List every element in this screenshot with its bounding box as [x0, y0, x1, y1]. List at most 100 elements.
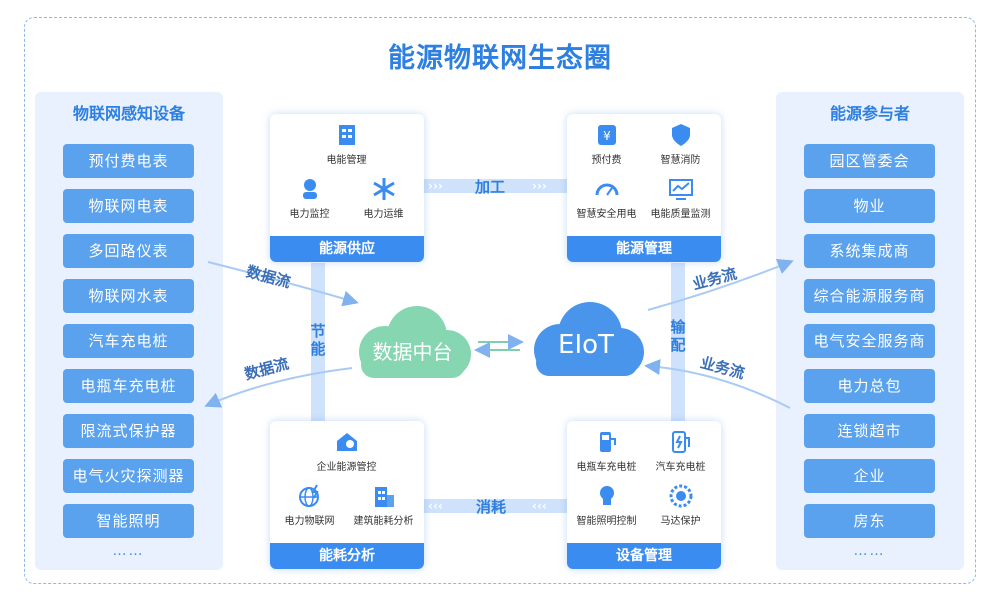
pipe-label-left-char: 节能	[310, 322, 326, 358]
participant-item[interactable]: 系统集成商	[804, 234, 935, 268]
device-item[interactable]: 物联网水表	[63, 279, 194, 313]
device-item[interactable]: 智能照明	[63, 504, 194, 538]
box-item-label: 电能管理	[326, 155, 367, 166]
box-item: 电力监控	[272, 176, 347, 220]
box-item: 电能管理	[309, 122, 384, 166]
page-title: 能源物联网生态圈	[388, 43, 612, 74]
box-item: 智慧安全用电	[569, 176, 644, 220]
box-item: 电能质量监测	[643, 176, 718, 220]
monitor-worker-icon	[302, 179, 317, 199]
svg-text:¥: ¥	[603, 129, 611, 143]
pipe-top: ››› ›››	[424, 179, 567, 193]
device-item[interactable]: 电瓶车充电桩	[63, 369, 194, 403]
box-item-label: 预付费	[591, 155, 622, 166]
motor-gear-icon	[669, 484, 692, 508]
box-item-label: 电力物联网	[284, 516, 335, 527]
box-item-label: 智慧安全用电	[576, 209, 637, 220]
pipe-label-right: 输配	[669, 318, 687, 354]
box-item-label: 电力监控	[289, 209, 330, 220]
chart-monitor-icon	[668, 179, 693, 200]
right-panel: 能源参与者 园区管委会 物业 系统集成商 综合能源服务商 电气安全服务商 电力总…	[776, 92, 964, 570]
box-item: 电瓶车充电桩	[569, 429, 644, 473]
box-title: 能源管理	[567, 236, 721, 262]
outer-frame	[24, 17, 976, 584]
participant-item[interactable]: 物业	[804, 189, 935, 223]
participant-item[interactable]: 园区管委会	[804, 144, 935, 178]
gauge-icon	[595, 183, 618, 196]
box-item-label: 电瓶车充电桩	[576, 462, 637, 473]
pipe-bottom: ‹‹‹ ‹‹‹	[424, 499, 567, 513]
box-item: 企业能源管控	[309, 429, 384, 473]
device-item[interactable]: 多回路仪表	[63, 234, 194, 268]
building-icon	[338, 125, 355, 145]
participant-item[interactable]: 电力总包	[804, 369, 935, 403]
cloud-icon	[534, 302, 644, 376]
left-panel-title: 物联网感知设备	[72, 104, 185, 123]
eiot-cloud[interactable]: EIoT	[520, 296, 652, 386]
box-energy-supply[interactable]: 电能管理 电力监控 电力运维 能源供应	[270, 114, 424, 262]
chevron-left-icon: ‹‹‹	[532, 499, 547, 513]
arrow-business-out	[647, 259, 794, 311]
pipe-left	[311, 263, 325, 421]
box-item: 电力物联网	[272, 483, 347, 527]
chevron-right-icon: ›››	[428, 179, 443, 193]
left-panel: 物联网感知设备 预付费电表 物联网电表 多回路仪表 物联网水表 汽车充电桩 电瓶…	[35, 92, 223, 570]
data-center-label: 数据中台	[372, 340, 453, 364]
pipe-label-bottom: 消耗	[476, 498, 507, 516]
box-item-label: 电能质量监测	[650, 209, 711, 220]
prepaid-card-icon: ¥	[597, 125, 616, 145]
device-item[interactable]: 电气火灾探测器	[63, 459, 194, 493]
box-item: 汽车充电桩	[643, 429, 718, 473]
box-item-label: 电力运维	[363, 209, 404, 220]
box-item-label: 建筑能耗分析	[353, 516, 414, 527]
right-more: ……	[853, 543, 886, 559]
box-equipment-management[interactable]: 电瓶车充电桩 汽车充电桩 智能照明控制 马达保护 设备管理	[567, 421, 721, 569]
house-chart-icon	[336, 433, 357, 451]
box-item: ¥ 预付费	[569, 122, 644, 166]
arrow-data-in	[207, 261, 359, 307]
ev-charger-icon	[671, 431, 690, 453]
box-item-label: 智能照明控制	[576, 516, 637, 527]
ebike-charger-icon	[599, 432, 616, 452]
box-consumption-analysis[interactable]: 企业能源管控 电力物联网 建筑能耗分析 能耗分析	[270, 421, 424, 569]
pipe-label-right-char: 输配	[670, 318, 686, 354]
pipe-label-top: 加工	[475, 178, 506, 196]
participant-item[interactable]: 连锁超市	[804, 414, 935, 448]
box-energy-management[interactable]: ¥ 预付费 智慧消防 智慧安全用电 电能质量监测 能源管理	[567, 114, 721, 262]
building-analysis-icon	[374, 487, 394, 507]
left-more: ……	[112, 543, 145, 559]
participant-item[interactable]: 电气安全服务商	[804, 324, 935, 358]
eiot-label: EIoT	[558, 330, 614, 360]
device-item[interactable]: 限流式保护器	[63, 414, 194, 448]
arrow-data-out	[204, 367, 353, 408]
chevron-left-icon: ‹‹‹	[428, 499, 443, 513]
box-title: 能耗分析	[270, 543, 424, 569]
shield-icon	[671, 124, 690, 146]
globe-bolt-icon	[298, 484, 319, 507]
box-item-label: 马达保护	[660, 516, 701, 527]
cloud-icon	[359, 306, 471, 378]
participant-item[interactable]: 房东	[804, 504, 935, 538]
arrow-business-in	[644, 359, 791, 409]
lightbulb-icon	[599, 486, 614, 505]
box-item-label: 智慧消防	[660, 155, 701, 166]
device-item[interactable]: 预付费电表	[63, 144, 194, 178]
snowflake-icon	[372, 178, 395, 200]
box-item: 智慧消防	[643, 122, 718, 166]
pipe-label-left: 节能	[309, 322, 327, 358]
box-item: 马达保护	[643, 483, 718, 527]
box-title: 设备管理	[567, 543, 721, 569]
device-item[interactable]: 物联网电表	[63, 189, 194, 223]
right-panel-title: 能源参与者	[829, 104, 910, 123]
box-item-label: 企业能源管控	[316, 462, 377, 473]
participant-item[interactable]: 综合能源服务商	[804, 279, 935, 313]
box-item: 电力运维	[346, 176, 421, 220]
participant-item[interactable]: 企业	[804, 459, 935, 493]
box-item-label: 汽车充电桩	[655, 462, 706, 473]
data-center-cloud[interactable]: 数据中台	[345, 300, 480, 388]
box-item: 建筑能耗分析	[346, 483, 421, 527]
device-item[interactable]: 汽车充电桩	[63, 324, 194, 358]
box-title: 能源供应	[270, 236, 424, 262]
box-item: 智能照明控制	[569, 483, 644, 527]
